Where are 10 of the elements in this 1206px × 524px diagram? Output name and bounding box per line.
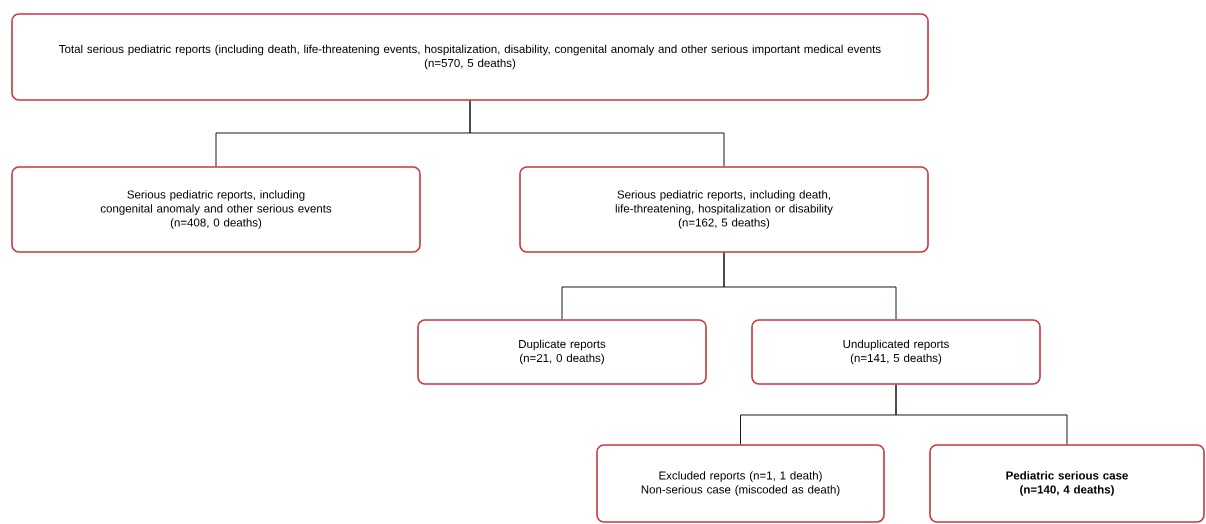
connector-line xyxy=(469,100,725,167)
process-box: Pediatric serious case (n=140, 4 deaths) xyxy=(929,444,1205,523)
process-box: Serious pediatric reports, including congenital anomaly and other serious events (n=408, 0 deaths) xyxy=(11,166,421,253)
process-box: Excluded reports (n=1, 1 death) Non-serious case (miscoded as death) xyxy=(596,444,885,523)
connector-line xyxy=(723,252,897,320)
connector-line xyxy=(895,384,1068,445)
process-box: Duplicate reports (n=21, 0 deaths) xyxy=(417,319,707,385)
process-box: Total serious pediatric reports (including death, life-threatening events, hospitalization, disability, congenital anomaly and other serious important medical events (n=570, 5 deaths) xyxy=(11,13,929,101)
process-box: Unduplicated reports (n=141, 5 deaths) xyxy=(751,319,1041,385)
process-box: Serious pediatric reports, including death, life-threatening, hospitalization or disability (n=162, 5 deaths) xyxy=(519,166,929,253)
